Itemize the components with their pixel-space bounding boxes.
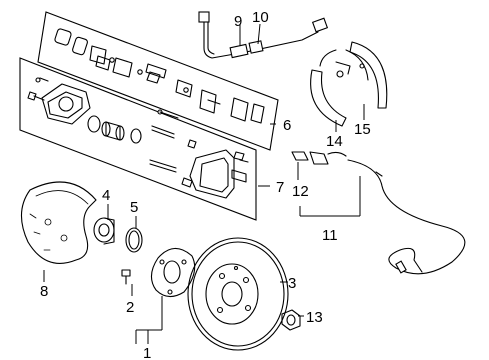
- dust-shield: [20, 181, 97, 264]
- piston-seal-set: [87, 109, 197, 188]
- brake-hose: [198, 11, 329, 59]
- parking-brake-shoes: [310, 41, 388, 127]
- pad-kit-panel: [37, 11, 279, 151]
- callout-15: 15: [354, 121, 371, 138]
- callout-4: 4: [102, 187, 110, 204]
- callout-9: 9: [234, 13, 242, 30]
- hub-bolt: [121, 269, 131, 285]
- wheel-hub: [150, 247, 196, 298]
- callout-5: 5: [130, 199, 138, 216]
- brake-rotor: [187, 237, 289, 351]
- callout-14: 14: [326, 133, 343, 150]
- caliper-bracket: [189, 149, 249, 199]
- callout-8: 8: [40, 283, 48, 300]
- snap-ring: [125, 227, 143, 253]
- callout-labels: 1 2 3 4 5 6 7 8 9 10 11 12 13 14 15: [40, 9, 371, 360]
- pad-kit-parts: [54, 28, 265, 124]
- caliper-body: [27, 77, 91, 125]
- callout-7: 7: [276, 179, 284, 196]
- callout-2: 2: [126, 299, 134, 316]
- callout-10: 10: [252, 9, 269, 26]
- callout-13: 13: [306, 309, 323, 326]
- callout-1: 1: [143, 345, 151, 360]
- callout-11: 11: [322, 227, 338, 244]
- callout-3: 3: [288, 275, 296, 292]
- caliper-panel: [19, 57, 257, 221]
- lug-nut: [281, 309, 301, 331]
- leader-lines: [43, 23, 365, 344]
- sensor-connector: [291, 151, 347, 165]
- callout-12: 12: [292, 183, 309, 200]
- callout-6: 6: [283, 117, 291, 134]
- wheel-bearing: [93, 217, 115, 245]
- abs-sensor-wire: [347, 159, 466, 275]
